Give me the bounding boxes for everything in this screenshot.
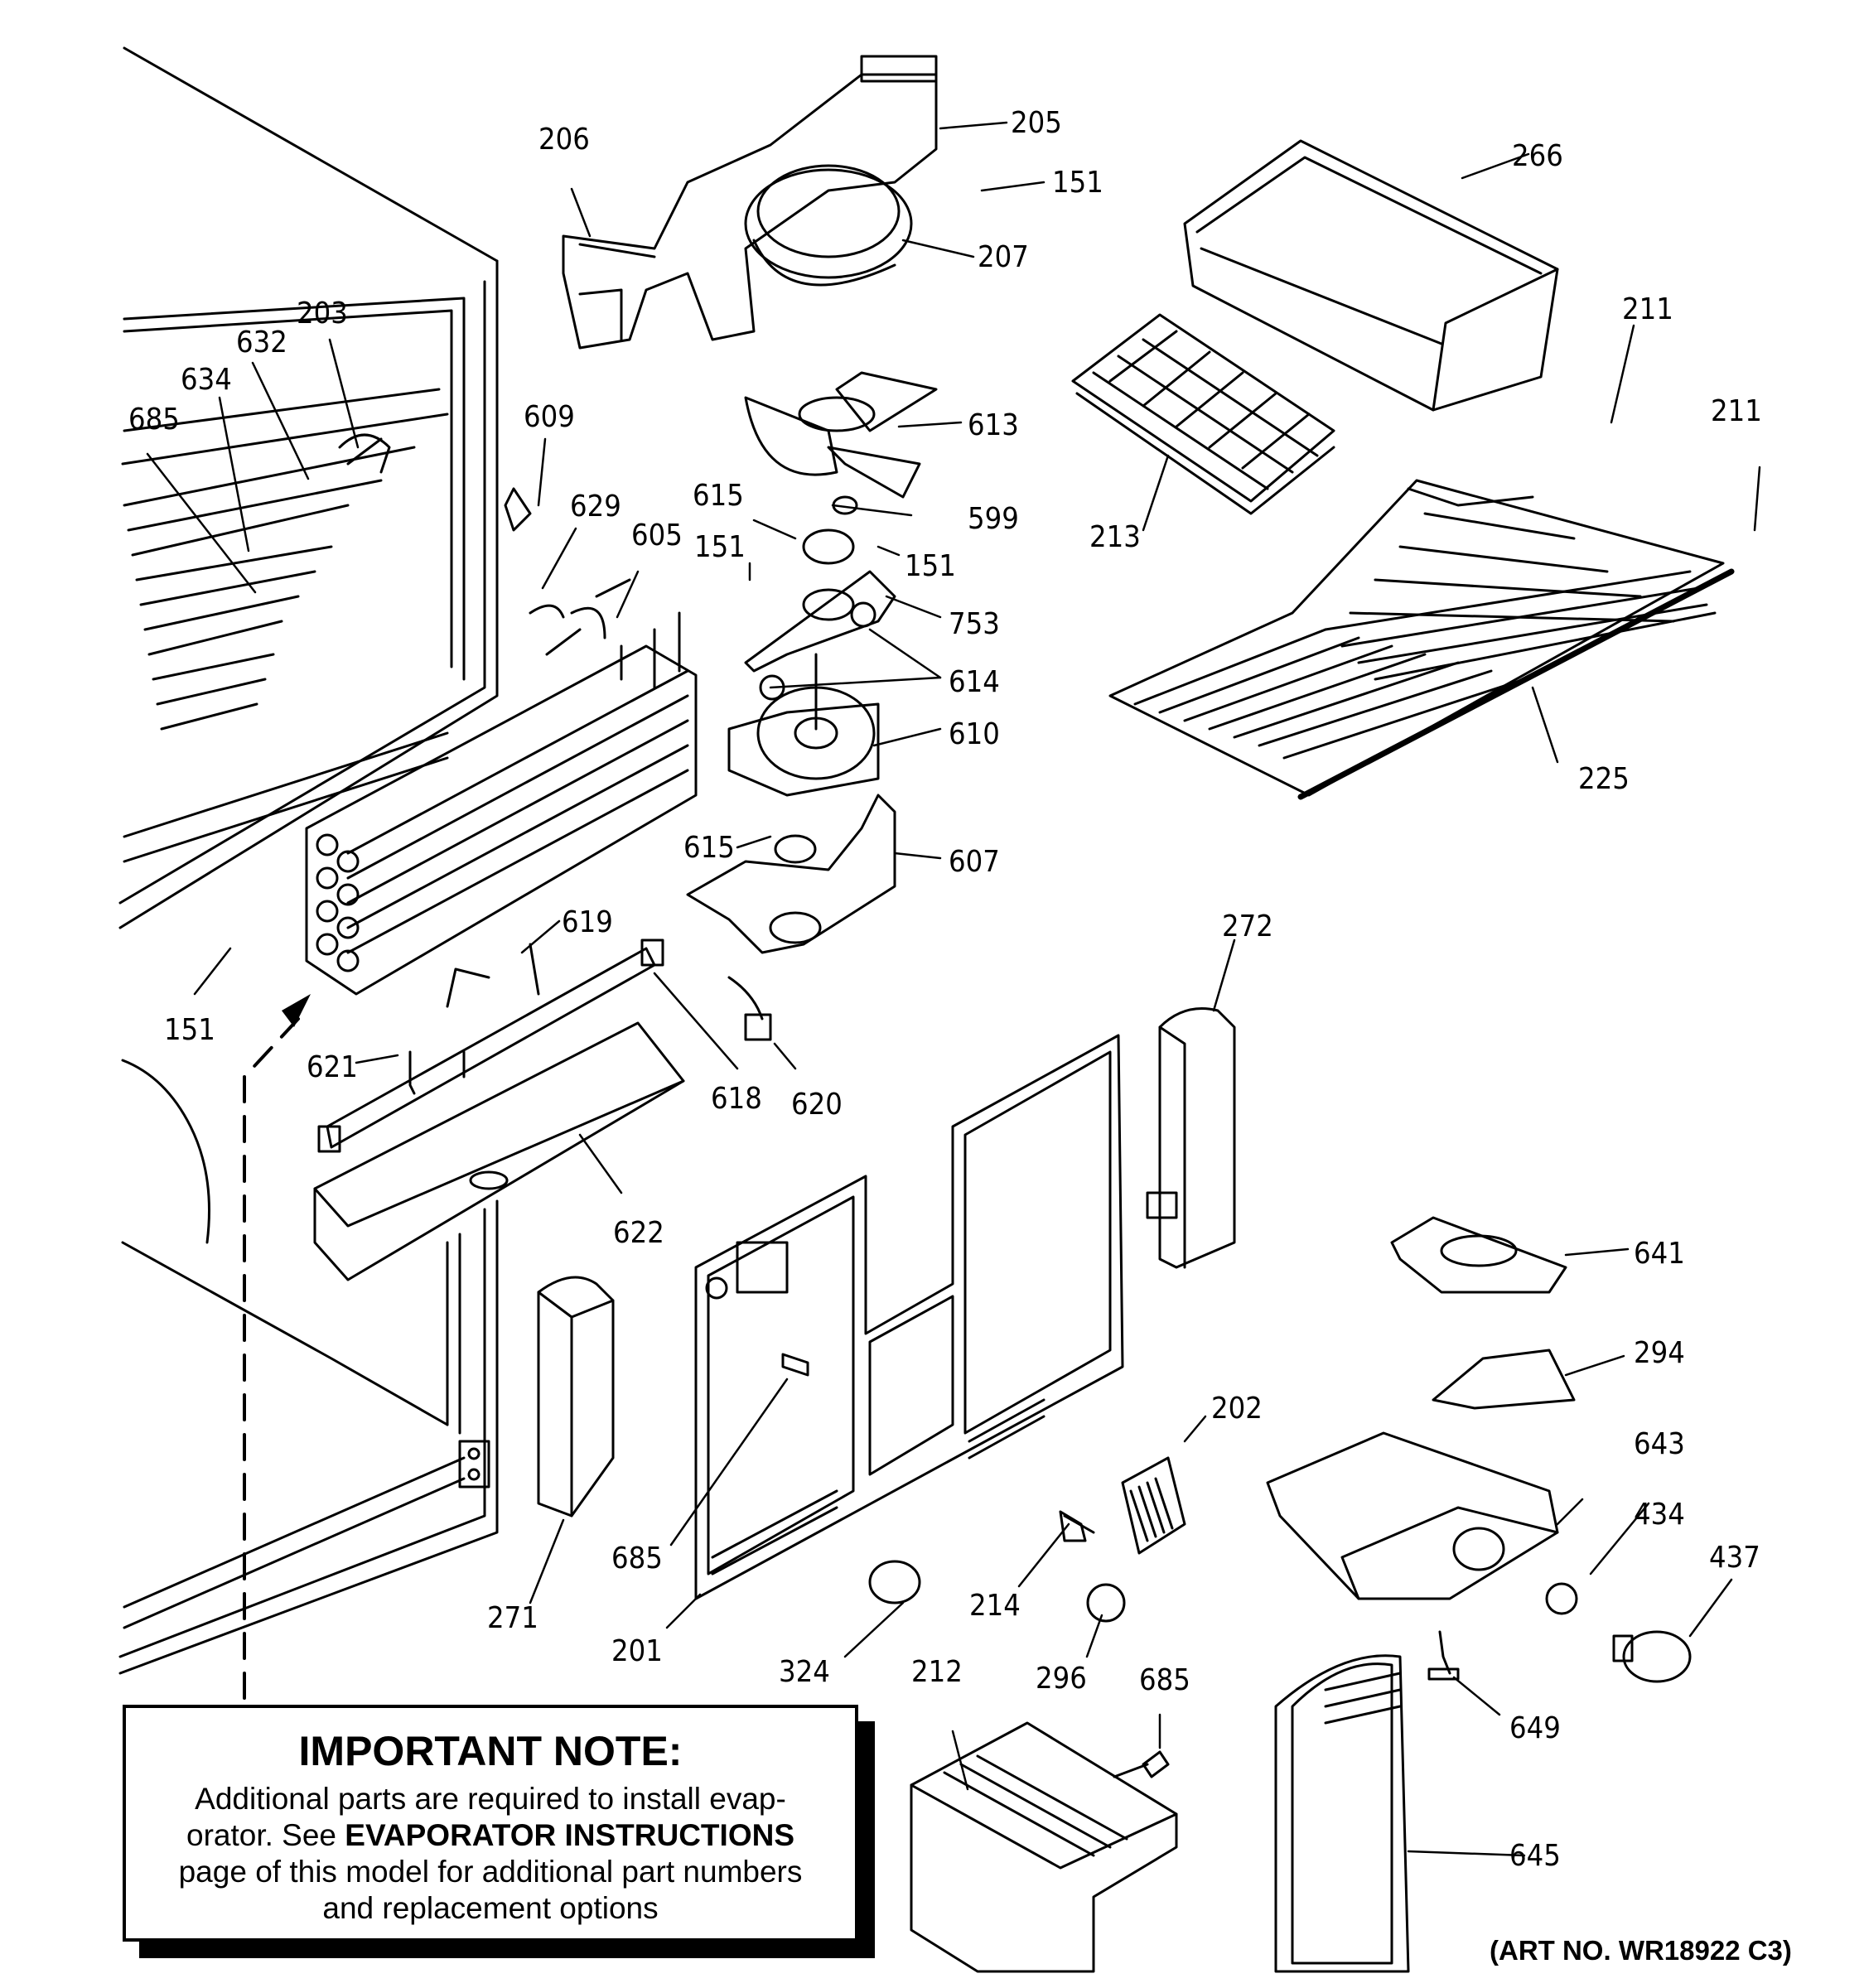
callout-434: 434 <box>1634 1498 1685 1532</box>
callout-645: 645 <box>1509 1839 1561 1873</box>
callout-615: 615 <box>683 831 735 865</box>
callout-619: 619 <box>562 905 613 939</box>
callout-632: 632 <box>236 326 287 359</box>
callout-213: 213 <box>1089 520 1141 554</box>
callout-622: 622 <box>613 1216 664 1250</box>
callout-211: 211 <box>1711 394 1762 428</box>
callout-613: 613 <box>968 408 1019 442</box>
callout-201: 201 <box>611 1634 663 1668</box>
callout-212: 212 <box>911 1655 963 1689</box>
callout-294: 294 <box>1634 1336 1685 1370</box>
callout-225: 225 <box>1578 762 1630 796</box>
callout-207: 207 <box>978 240 1029 274</box>
callout-649: 649 <box>1509 1711 1561 1745</box>
evaporator-drawing <box>305 433 698 996</box>
callout-609: 609 <box>524 400 575 434</box>
callout-324: 324 <box>779 1655 830 1689</box>
callout-685: 685 <box>128 403 180 437</box>
small-parts-drawing <box>868 1456 1186 1778</box>
note-line-3: page of this model for additional part n… <box>178 1855 803 1889</box>
callout-634: 634 <box>181 363 232 397</box>
callout-211: 211 <box>1622 292 1673 326</box>
callout-151: 151 <box>694 530 746 564</box>
important-note-box: IMPORTANT NOTE: Additional parts are req… <box>123 1705 858 1942</box>
callout-202: 202 <box>1211 1392 1263 1426</box>
evaporator-cover-drawing <box>694 1034 1124 1600</box>
callout-272: 272 <box>1222 910 1273 943</box>
callout-266: 266 <box>1512 139 1563 173</box>
callout-151: 151 <box>1052 166 1103 200</box>
fan-assembly-drawing <box>686 371 938 954</box>
callout-753: 753 <box>949 607 1000 641</box>
important-note-title: IMPORTANT NOTE: <box>298 1728 683 1774</box>
callout-203: 203 <box>297 297 348 331</box>
leader-lines <box>146 121 1761 1857</box>
install-arrow-head <box>282 994 311 1027</box>
ice-bucket-drawing <box>1183 139 1559 412</box>
drawer-front-drawing <box>910 1721 1178 1973</box>
heater-drawing <box>317 939 772 1153</box>
auger-housing-drawing <box>562 55 938 350</box>
callout-685: 685 <box>1139 1663 1190 1697</box>
callout-614: 614 <box>949 665 1000 699</box>
ice-tray-drawing <box>1071 313 1335 515</box>
callout-643: 643 <box>1634 1427 1685 1461</box>
important-note-body: Additional parts are required to install… <box>126 1781 855 1927</box>
art-number: (ART NO. WR18922 C3) <box>1490 1935 1792 1966</box>
wire-shelf-drawing <box>1108 479 1735 800</box>
callout-214: 214 <box>969 1589 1021 1623</box>
callout-151: 151 <box>905 549 956 583</box>
callout-620: 620 <box>791 1088 843 1122</box>
callout-615: 615 <box>693 479 744 513</box>
callout-205: 205 <box>1011 106 1062 140</box>
note-line-4: and replacement options <box>322 1891 659 1925</box>
callout-610: 610 <box>949 717 1000 751</box>
duct-covers-drawing <box>537 1007 1236 1518</box>
note-line-2: orator. See EVAPORATOR INSTRUCTIONS <box>126 1817 855 1854</box>
callout-151: 151 <box>164 1013 215 1047</box>
drain-trough-drawing <box>313 1021 685 1281</box>
callout-607: 607 <box>949 845 1000 879</box>
callout-621: 621 <box>307 1050 358 1084</box>
callout-618: 618 <box>711 1082 762 1116</box>
install-arrow <box>243 1017 300 1700</box>
note-line-1: Additional parts are required to install… <box>195 1782 786 1816</box>
callout-605: 605 <box>631 519 683 552</box>
evaporator-instructions-text: EVAPORATOR INSTRUCTIONS <box>345 1818 794 1852</box>
callout-629: 629 <box>570 490 621 524</box>
callout-685: 685 <box>611 1542 663 1575</box>
callout-271: 271 <box>487 1601 538 1635</box>
callout-437: 437 <box>1709 1541 1760 1575</box>
callout-labels: 205 206 151 207 266 203 632 634 685 609 … <box>128 106 1762 1873</box>
callout-599: 599 <box>968 502 1019 536</box>
dispenser-parts-drawing <box>1266 1216 1692 1973</box>
cabinet-drawing <box>118 46 499 1675</box>
callout-296: 296 <box>1036 1662 1087 1696</box>
callout-206: 206 <box>538 123 590 157</box>
callout-641: 641 <box>1634 1237 1685 1271</box>
note-line-2-text: orator. See <box>186 1818 345 1852</box>
